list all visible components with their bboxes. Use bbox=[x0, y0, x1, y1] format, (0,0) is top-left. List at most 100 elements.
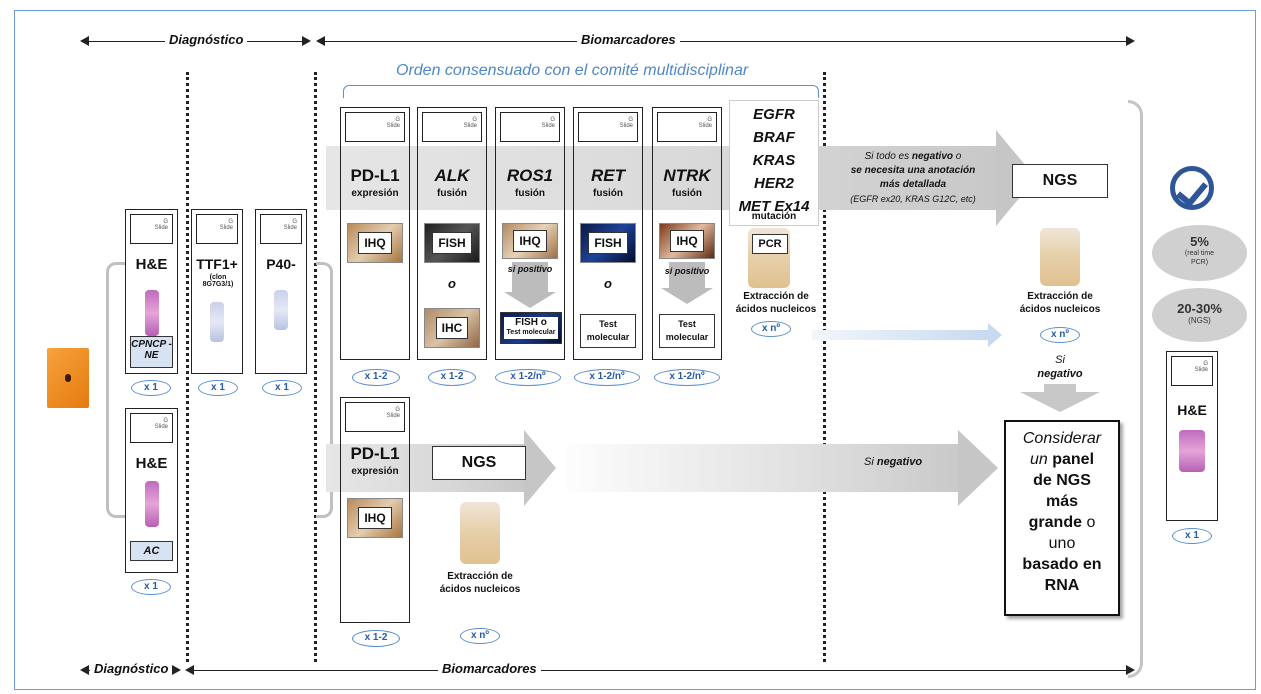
top-flow-line3: más detallada bbox=[879, 179, 947, 190]
considerar-l3: de NGS bbox=[1033, 472, 1091, 489]
ntrk-cond: si positivo bbox=[664, 266, 710, 276]
top-flow-line2: se necesita una anotación bbox=[850, 165, 976, 176]
pdl1-bottom-ihq-image: IHQ bbox=[347, 498, 403, 538]
ros1-ihq-label: IHQ bbox=[513, 230, 547, 252]
ntrk-title: NTRK bbox=[663, 166, 711, 185]
alk-count: x 1-2 bbox=[428, 369, 476, 386]
pct1-sub: (real time PCR) bbox=[1184, 250, 1215, 266]
pdl1-ihq-label: IHQ bbox=[358, 232, 392, 254]
mutations-extract: Extracción de ácidos nucleicos bbox=[735, 291, 817, 315]
right-he-stain-image bbox=[1179, 430, 1205, 472]
arrowhead-left-icon bbox=[80, 665, 89, 675]
alk-ihc-label: IHC bbox=[435, 317, 469, 339]
arrowhead-right-icon bbox=[172, 665, 181, 675]
pdl1-sub: expresión bbox=[351, 188, 399, 199]
p40-stain-image bbox=[274, 290, 288, 330]
ntrk-sub: fusión bbox=[672, 188, 702, 199]
ntrk-ihq-label: IHQ bbox=[670, 230, 704, 252]
bottom-si: Si bbox=[864, 456, 877, 468]
ntrk-positive-arrow-body bbox=[669, 262, 705, 292]
he-bottom-count: x 1 bbox=[131, 579, 171, 595]
ntrk-ihq-image: IHQ bbox=[659, 223, 715, 259]
pct2-value: 20-30% bbox=[1177, 301, 1222, 316]
ttf1-clone: (clon 8G7G3/1) bbox=[202, 274, 234, 288]
pdl1-count: x 1-2 bbox=[352, 369, 400, 386]
arrowhead-right-icon bbox=[1126, 36, 1135, 46]
bottom-flow-arrowhead-icon bbox=[524, 430, 556, 506]
arrowhead-left-icon bbox=[185, 665, 194, 675]
arrowhead-right-icon bbox=[302, 36, 311, 46]
dotted-divider bbox=[823, 72, 826, 662]
arrowhead-left-icon bbox=[80, 36, 89, 46]
checkmark-icon bbox=[1170, 166, 1214, 210]
bottom-diagnostico-label: Diagnóstico bbox=[90, 661, 173, 676]
top-biomarcadores-label: Biomarcadores bbox=[577, 32, 680, 47]
bottom-flow-band-right bbox=[566, 444, 960, 492]
ros1-count: x 1-2/nº bbox=[495, 369, 561, 386]
ros1-sub: fusión bbox=[515, 188, 545, 199]
tissue-block-image bbox=[47, 348, 89, 408]
ret-fish-image: FISH bbox=[580, 223, 636, 263]
ret-sub: fusión bbox=[593, 188, 623, 199]
considerar-l2b: panel bbox=[1052, 451, 1095, 468]
outer-frame bbox=[14, 10, 1256, 690]
he-top-title: H&E bbox=[135, 256, 168, 273]
gene-her2: HER2 bbox=[753, 175, 794, 192]
top-flow-condition: Si todo es negativo o se necesita una an… bbox=[830, 150, 996, 206]
pdl1-title: PD-L1 bbox=[350, 166, 400, 185]
he-stain-image bbox=[145, 481, 159, 527]
pdl1-ihq-image: IHQ bbox=[347, 223, 403, 263]
ret-molecular-label: molecular bbox=[586, 332, 630, 342]
alk-or: o bbox=[448, 276, 456, 291]
down-arrow-icon bbox=[1020, 392, 1100, 412]
pcr-label: PCR bbox=[752, 234, 788, 254]
dotted-divider bbox=[314, 72, 317, 662]
mutations-sub: mutación bbox=[751, 211, 797, 222]
he-stain-image bbox=[145, 290, 159, 336]
considerar-l1: Considerar bbox=[1022, 430, 1102, 447]
orden-brace bbox=[343, 85, 819, 98]
mutations-box: EGFR BRAF KRAS HER2 MET Ex14 bbox=[729, 100, 819, 226]
negativo-label: negativo bbox=[1037, 368, 1083, 380]
blue-flow-arrow bbox=[812, 330, 990, 340]
pct1-value: 5% bbox=[1190, 234, 1209, 249]
pct-ngs-oval: 20-30% (NGS) bbox=[1152, 288, 1247, 342]
ros1-positive-arrow-body bbox=[512, 262, 548, 296]
top-flow-line1-post: o bbox=[953, 151, 962, 162]
ros1-title: ROS1 bbox=[506, 166, 554, 185]
ntrk-test-box: Test molecular bbox=[659, 314, 715, 348]
gene-kras: KRAS bbox=[752, 152, 796, 169]
ttf1-title: TTF1+ bbox=[196, 256, 238, 272]
ros1-molecular-label: Test molecular bbox=[506, 329, 556, 336]
gene-met: MET Ex14 bbox=[738, 198, 810, 215]
top-flow-line1-pre: Si todo es bbox=[864, 151, 912, 162]
considerar-l7: basado en bbox=[1022, 556, 1102, 573]
ros1-fish-label: FISH o bbox=[515, 317, 547, 328]
dotted-divider bbox=[186, 72, 189, 662]
gene-braf: BRAF bbox=[753, 129, 795, 146]
alk-title: ALK bbox=[434, 166, 470, 185]
he-top-count: x 1 bbox=[131, 380, 171, 396]
arrowhead-left-icon bbox=[316, 36, 325, 46]
ros1-cond: si positivo bbox=[507, 264, 553, 274]
pdl1-bottom-sub: expresión bbox=[351, 466, 399, 477]
ros1-fish-image: FISH o Test molecular bbox=[500, 312, 562, 344]
ros1-arrow-down-icon bbox=[504, 292, 556, 308]
top-ngs-box: NGS bbox=[1012, 164, 1108, 198]
considerar-box: Considerar un panel de NGS más grande o … bbox=[1004, 420, 1120, 616]
ret-count: x 1-2/nº bbox=[574, 369, 640, 386]
considerar-l4: más bbox=[1045, 493, 1079, 510]
considerar-l5b: o bbox=[1082, 514, 1096, 531]
bottom-si-negativo: Si negativo bbox=[864, 456, 922, 468]
right-he-title: H&E bbox=[1177, 402, 1207, 418]
p40-count: x 1 bbox=[262, 380, 302, 396]
top-ngs-count: x nº bbox=[1040, 327, 1080, 343]
bottom-ngs-tube-image bbox=[460, 502, 500, 564]
p40-title: P40- bbox=[266, 256, 296, 272]
